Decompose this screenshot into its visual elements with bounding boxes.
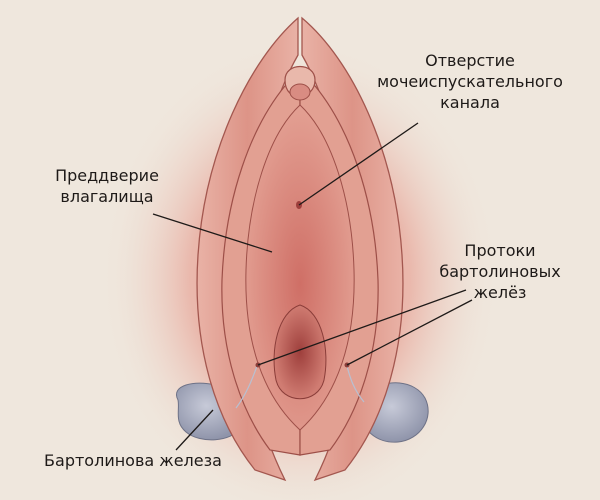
label-bartholin-gland: Бартолинова железа — [18, 450, 248, 471]
label-line: канала — [440, 93, 500, 112]
label-line: Бартолинова железа — [44, 451, 222, 470]
duct-right — [346, 365, 365, 403]
leader-line-duct-right — [346, 299, 473, 366]
label-line: Преддверие — [55, 166, 159, 185]
clitoris — [289, 83, 311, 101]
leader-line-duct-left — [257, 289, 467, 366]
label-line: Протоки — [464, 241, 536, 260]
label-line: мочеиспускательного — [377, 72, 563, 91]
label-line: влагалища — [60, 187, 154, 206]
label-vestibule: Преддверие влагалища — [22, 165, 192, 207]
leader-line-urethral-opening — [298, 122, 419, 206]
label-line: Отверстие — [425, 51, 515, 70]
vaginal-opening — [273, 304, 327, 400]
label-line: бартолиновых — [439, 262, 561, 281]
label-urethral-opening: Отверстие мочеиспускательного канала — [350, 50, 590, 113]
leader-line-vestibule — [152, 213, 273, 253]
label-bartholin-ducts: Протоки бартолиновых желёз — [415, 240, 585, 303]
duct-left — [235, 365, 258, 409]
leader-line-bartholin-gland — [175, 409, 214, 451]
label-line: желёз — [473, 283, 527, 302]
